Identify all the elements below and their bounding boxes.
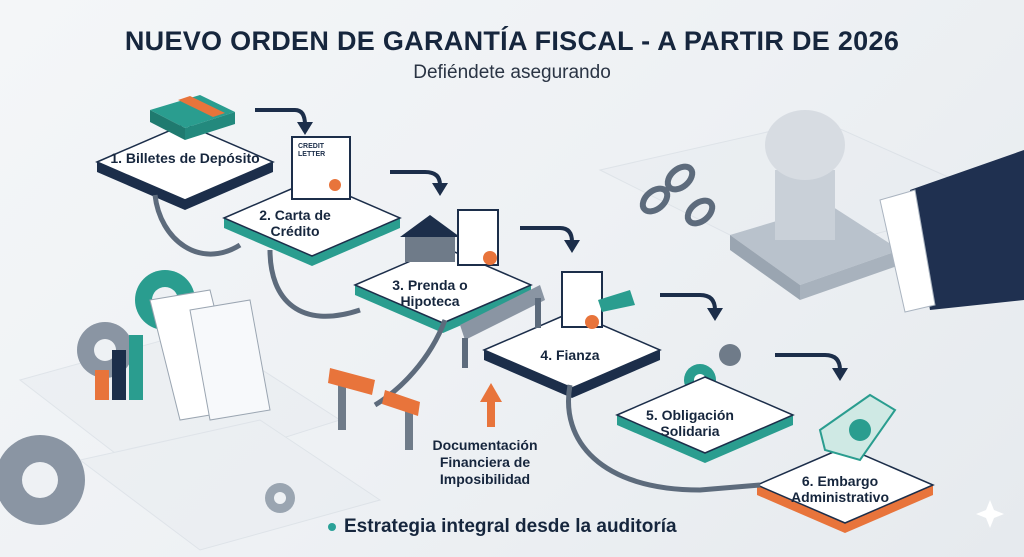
step-5-label: 5. Obligación Solidaria bbox=[646, 407, 734, 439]
rubber-stamp-icon bbox=[730, 110, 900, 300]
bullet-icon bbox=[328, 523, 336, 531]
footer-tagline: Estrategia integral desde la auditoría bbox=[328, 516, 677, 538]
documentation-note: Documentación Financiera de Imposibilida… bbox=[432, 437, 538, 487]
step-1-platform bbox=[95, 123, 275, 210]
chain bbox=[152, 194, 761, 493]
price-tag-icon bbox=[818, 393, 897, 462]
bench-icon bbox=[460, 285, 545, 368]
step-2-platform bbox=[222, 179, 402, 266]
money-stack-icon bbox=[150, 95, 235, 140]
arrow-heads bbox=[297, 122, 848, 381]
house-icon bbox=[400, 209, 499, 266]
page-title: NUEVO ORDEN DE GARANTÍA FISCAL - A PARTI… bbox=[124, 26, 900, 56]
credit-letter-text: CREDIT LETTER bbox=[298, 143, 326, 158]
hand-sleeve-icon bbox=[879, 150, 1024, 313]
bond-document-handshake-icon bbox=[561, 271, 635, 329]
report-chart-icon bbox=[95, 289, 271, 421]
arrow-up-icon bbox=[480, 383, 502, 427]
step-4-platform bbox=[482, 311, 662, 398]
step-6-platform bbox=[755, 446, 935, 533]
step-1-label: 1. Billetes de Depósito bbox=[110, 150, 260, 166]
step-5-platform bbox=[615, 376, 795, 463]
page-subtitle: Defiéndete asegurando bbox=[413, 62, 611, 83]
step-6-label: 6. Embargo Administrativo bbox=[790, 473, 889, 505]
broken-chain-icon bbox=[639, 163, 716, 227]
step-3-label: 3. Prenda o Hipoteca bbox=[392, 277, 468, 309]
sparkle-icon bbox=[976, 500, 1004, 528]
footer-text: Estrategia integral desde la auditoría bbox=[344, 516, 677, 537]
credit-letter-document-icon bbox=[291, 136, 351, 200]
gears-icon bbox=[0, 270, 741, 525]
step-4-label: 4. Fianza bbox=[540, 347, 600, 363]
step-2-label: 2. Carta de Crédito bbox=[259, 207, 331, 239]
broken-barricade-icon bbox=[328, 368, 420, 450]
